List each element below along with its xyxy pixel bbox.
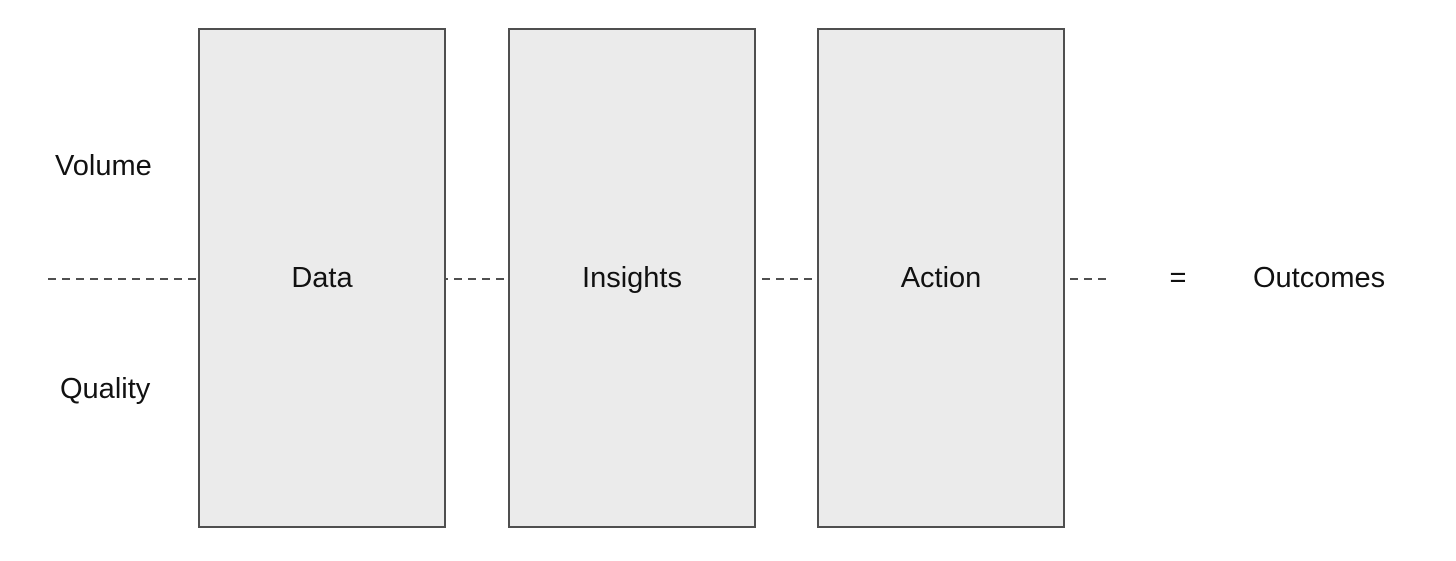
stage-box-insights: Insights xyxy=(508,28,756,528)
quality-label: Quality xyxy=(60,373,151,405)
stage-box-action: Action xyxy=(817,28,1065,528)
volume-label: Volume xyxy=(55,150,152,182)
outcomes-label: Outcomes xyxy=(1253,262,1386,294)
equals-sign: = xyxy=(1169,262,1187,294)
stage-box-data: Data xyxy=(198,28,446,528)
stage-label-data: Data xyxy=(291,261,353,294)
stage-label-insights: Insights xyxy=(582,261,682,294)
stage-label-action: Action xyxy=(900,261,982,294)
